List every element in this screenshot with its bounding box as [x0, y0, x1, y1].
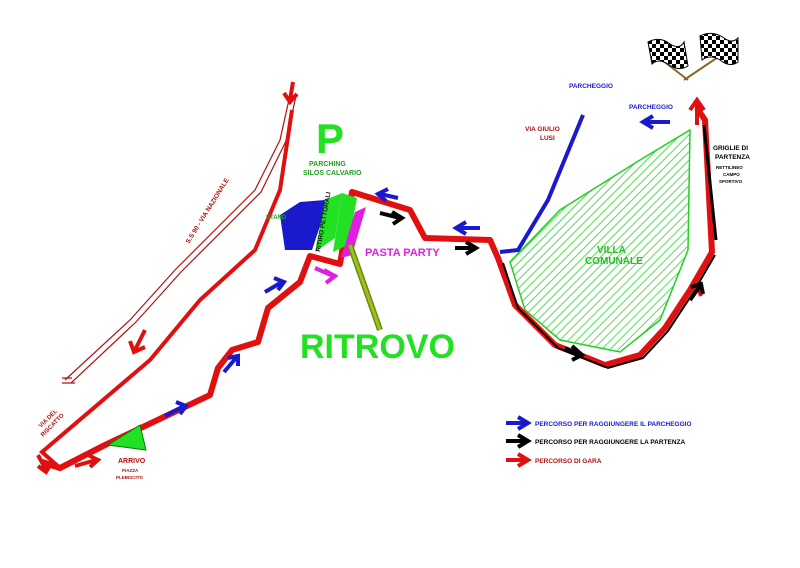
legend-item-parcheggio: PERCORSO PER RAGGIUNGERE IL PARCHEGGIO — [535, 421, 692, 428]
griglie-label-2: PARTENZA — [715, 154, 750, 161]
legend-item-partenza: PERCORSO PER RAGGIUNGERE LA PARTENZA — [535, 439, 686, 446]
ritrovo-label: RITROVO — [300, 328, 455, 366]
piazza-label-2: PLEBISCITO — [116, 475, 143, 480]
pasta-party-label: PASTA PARTY — [365, 247, 440, 259]
ritrovo-buildings — [280, 193, 383, 331]
parking-route — [499, 114, 585, 254]
ss90-label: S.S 90 - VIA NAZIONALE — [185, 177, 231, 245]
villa-comunale-area — [509, 128, 691, 353]
parcheggio-label-1: PARCHEGGIO — [569, 83, 613, 90]
rettilineo-label-3: SPORTIVO — [719, 179, 743, 184]
rettilineo-label-1: RETTILINEO — [716, 165, 743, 170]
arrivo-label: ARRIVO — [118, 458, 146, 465]
parking-silos-line2: SILOS CALVARIO — [303, 170, 362, 177]
parking-silos-line1: PARCHING — [309, 161, 346, 168]
legend-arrows — [506, 415, 532, 468]
piazza-label-1: PIAZZA — [122, 468, 139, 473]
legend-item-gara: PERCORSO DI GARA — [535, 458, 602, 465]
race-route — [41, 106, 715, 471]
villa-label-1: VILLA — [597, 245, 626, 256]
griglie-label-1: GRIGLIE DI — [713, 145, 748, 152]
via-giulio-lusi-2: LUSI — [540, 135, 555, 142]
parcheggio-label-2: PARCHEGGIO — [629, 104, 673, 111]
villa-label-2: COMUNALE — [585, 256, 643, 267]
via-giulio-lusi-1: VIA GIULIO — [525, 126, 560, 133]
checkered-flags-icon — [647, 32, 739, 81]
direction-arrows — [36, 81, 706, 475]
arrivo-marker — [106, 424, 147, 451]
stand-label: STAND — [266, 215, 287, 221]
rettilineo-label-2: CAMPO — [723, 172, 740, 177]
parking-letter: P — [316, 115, 344, 162]
